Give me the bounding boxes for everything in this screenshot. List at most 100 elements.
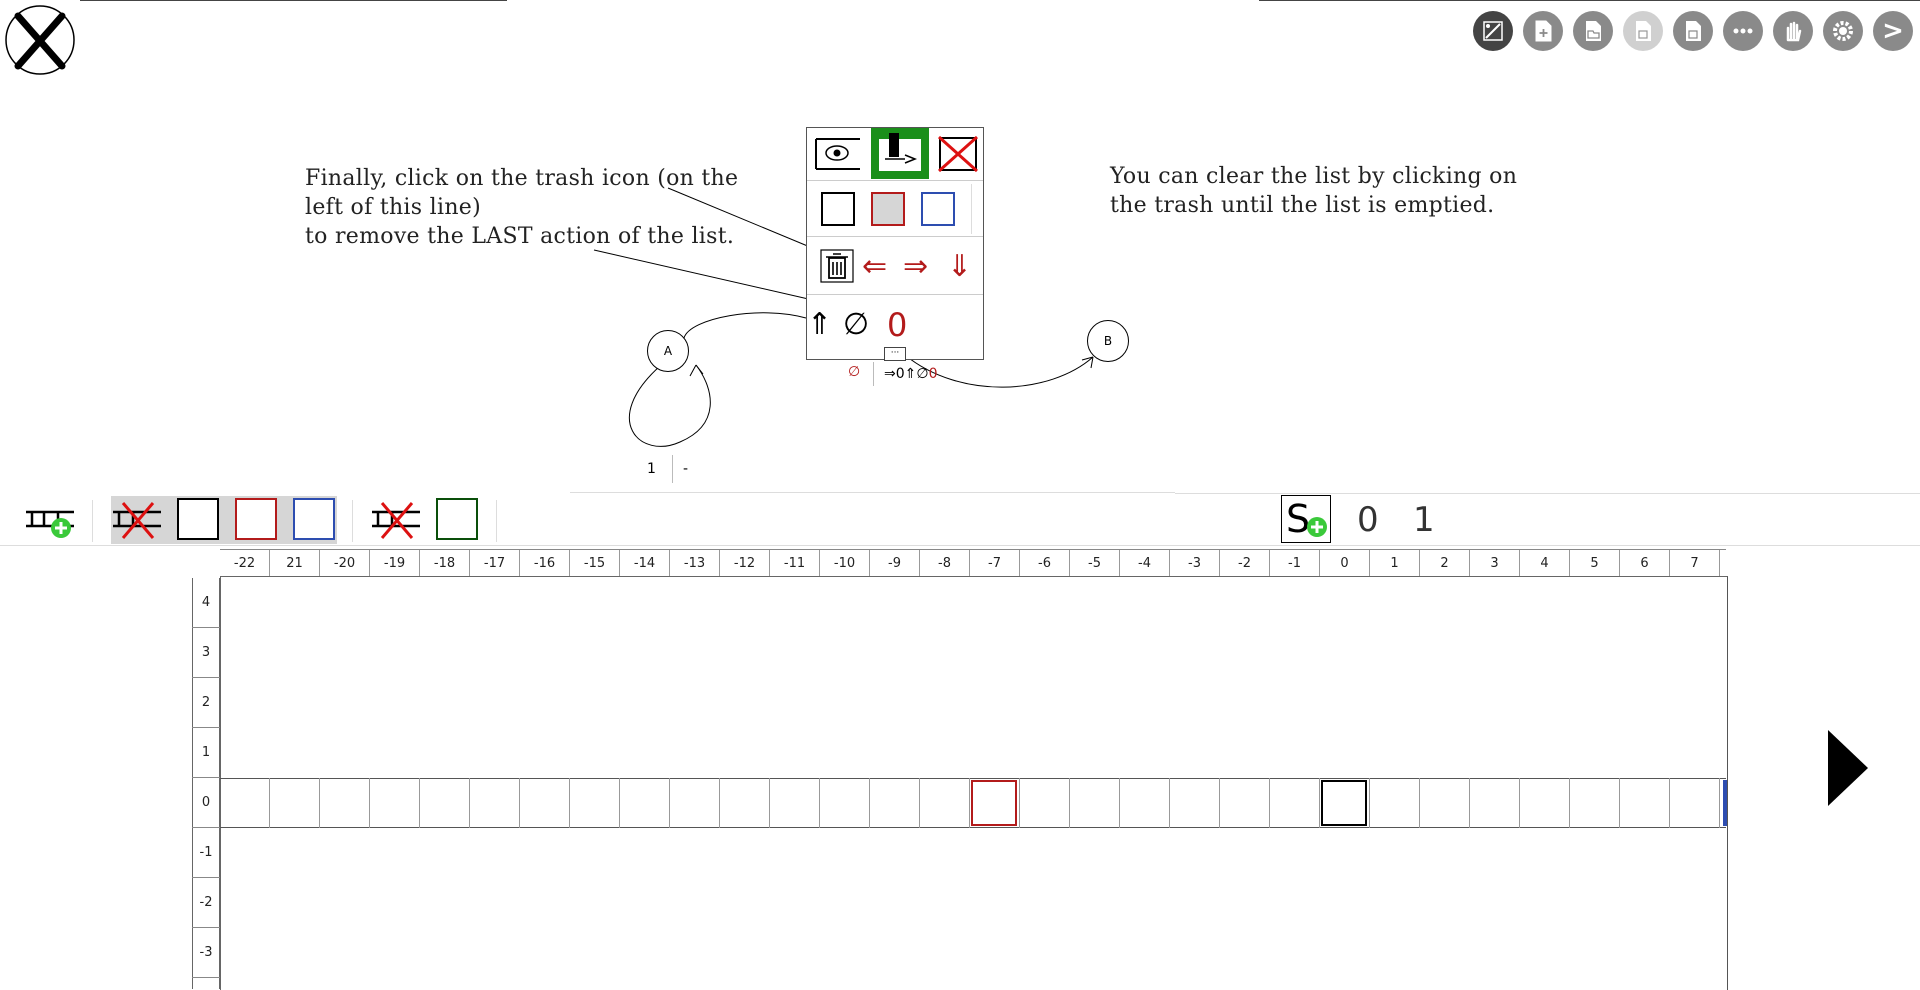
symbol-red-button[interactable] (871, 192, 905, 226)
panel-row-tools (807, 128, 983, 181)
tape-cell[interactable] (1020, 778, 1070, 828)
transition-read-label: ∅ (848, 364, 861, 380)
move-down-button[interactable]: ⇓ (947, 249, 973, 284)
ruler-row-label: 2 (192, 678, 220, 728)
more-button[interactable] (1723, 11, 1763, 51)
tape-cell[interactable] (220, 778, 270, 828)
tape1-symbol-red[interactable] (235, 498, 277, 540)
next-icon: > (1882, 16, 1904, 46)
move-right-button[interactable]: ⇒ (903, 249, 929, 284)
tape-cell[interactable] (1170, 778, 1220, 828)
trash-icon (820, 249, 854, 283)
transition-actions-red: 0 (928, 366, 938, 382)
add-tape-button[interactable] (24, 500, 78, 542)
action-empty-symbol[interactable]: ∅ (843, 307, 870, 342)
settings-icon (1833, 21, 1853, 41)
write-move-button[interactable] (871, 128, 929, 179)
tape-cell[interactable] (1670, 778, 1720, 828)
tape-cell[interactable] (770, 778, 820, 828)
trash-button[interactable] (819, 248, 855, 284)
add-symbol-icon: S (1286, 497, 1327, 541)
settings-button[interactable] (1823, 11, 1863, 51)
tape-cell[interactable] (270, 778, 320, 828)
move-left-button[interactable]: ⇐ (862, 249, 888, 284)
edit-automaton-button[interactable] (1473, 11, 1513, 51)
tape-cell[interactable] (1070, 778, 1120, 828)
save-as-button[interactable] (1673, 11, 1713, 51)
tape-toolbar-top-line (570, 492, 1175, 493)
ruler-column-label: -12 (720, 550, 770, 576)
tape-cell[interactable] (420, 778, 470, 828)
action-write-zero[interactable]: 0 (887, 306, 908, 344)
tape-cell[interactable] (1270, 778, 1320, 828)
tape-cell[interactable] (920, 778, 970, 828)
symbol-blue-button[interactable] (921, 192, 955, 226)
tape-cell[interactable] (670, 778, 720, 828)
tape-cell[interactable] (1520, 778, 1570, 828)
state-B[interactable]: B (1087, 320, 1129, 362)
ruler-column-label: -14 (620, 550, 670, 576)
tape-cell[interactable] (1420, 778, 1470, 828)
tape2-symbol-green[interactable] (436, 498, 478, 540)
save-button[interactable] (1623, 11, 1663, 51)
tape-cell[interactable] (1320, 778, 1370, 828)
alphabet-symbol-0[interactable]: 0 (1357, 500, 1379, 540)
play-icon (1828, 730, 1868, 806)
crossed-tape-icon (113, 502, 161, 539)
tape-cell[interactable] (1470, 778, 1520, 828)
hand-icon (1786, 21, 1802, 42)
tape-cell[interactable] (570, 778, 620, 828)
hand-button[interactable] (1773, 11, 1813, 51)
tape-cell[interactable] (820, 778, 870, 828)
ruler-column-label: -3 (1170, 550, 1220, 576)
ruler-column-label: 5 (1570, 550, 1620, 576)
tape1-clear-button[interactable] (111, 500, 163, 542)
tape-cell[interactable] (620, 778, 670, 828)
ruler-row-label: 0 (192, 778, 220, 828)
run-button[interactable] (1826, 728, 1870, 808)
clear-actions-button[interactable] (937, 133, 979, 175)
ruler-column-label: 0 (1320, 550, 1370, 576)
loop-label-left: 1 (647, 461, 656, 477)
open-file-button[interactable] (1573, 11, 1613, 51)
tape-cell[interactable] (1620, 778, 1670, 828)
close-button[interactable] (4, 4, 76, 76)
tape2-clear-button[interactable] (370, 500, 422, 542)
tape-cell[interactable] (720, 778, 770, 828)
alphabet-symbol-1[interactable]: 1 (1413, 500, 1435, 540)
new-file-button[interactable] (1523, 11, 1563, 51)
view-tape-button[interactable] (813, 133, 863, 175)
ruler-column-label: -5 (1070, 550, 1120, 576)
tape-cell[interactable] (1120, 778, 1170, 828)
tape-cell[interactable] (520, 778, 570, 828)
new-file-icon (1535, 20, 1552, 42)
panel-row-moves: ⇐ ⇒ ⇓ (807, 236, 983, 295)
tape-cell[interactable] (970, 778, 1020, 828)
tape1-symbol-black[interactable] (177, 498, 219, 540)
state-A[interactable]: A (647, 330, 689, 372)
symbol-black-button[interactable] (821, 192, 855, 226)
ruler-column-label: -16 (520, 550, 570, 576)
panel-more-button[interactable]: ··· (884, 347, 906, 361)
save-icon (1636, 21, 1651, 41)
transition-action-panel: ⇐ ⇒ ⇓ ⇑ ∅ 0 (806, 127, 984, 360)
add-symbol-button[interactable]: S (1281, 495, 1331, 543)
tape-cell[interactable] (470, 778, 520, 828)
ruler-row-label: 1 (192, 728, 220, 778)
tape-cell[interactable] (370, 778, 420, 828)
tape-cell[interactable] (1570, 778, 1620, 828)
tape-grid-border (220, 576, 1728, 990)
ruler-column-label: -17 (470, 550, 520, 576)
action-move-up[interactable]: ⇑ (807, 307, 833, 342)
tape-head-marker (1723, 780, 1727, 826)
tape-cell[interactable] (870, 778, 920, 828)
tape-cell[interactable] (1220, 778, 1270, 828)
tape-cell[interactable] (320, 778, 370, 828)
ruler-column-label: 3 (1470, 550, 1520, 576)
tape1-symbol-blue[interactable] (293, 498, 335, 540)
tape-cell[interactable] (1370, 778, 1420, 828)
next-button[interactable]: > (1873, 11, 1913, 51)
save-as-icon (1686, 21, 1701, 41)
loop-label-right: - (683, 461, 689, 477)
ruler-column-label: -9 (870, 550, 920, 576)
